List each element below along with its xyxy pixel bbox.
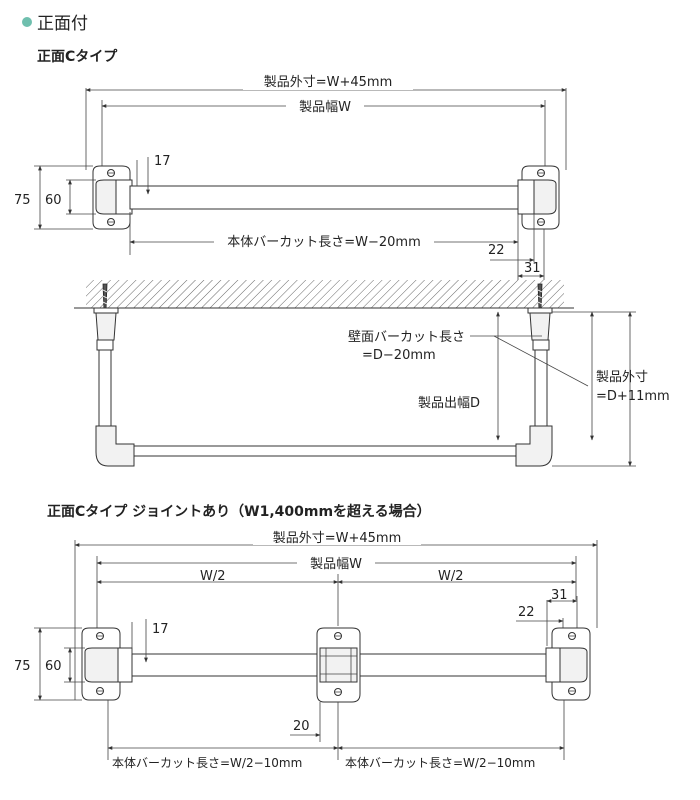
d2-half-right: W/2	[438, 569, 464, 584]
d1-dim-17: 17	[154, 154, 171, 169]
diagram-front-c-type: 正面Cタイプ 製品外寸=W+45mm 製品幅W	[14, 49, 567, 280]
d2-dim-22: 22	[518, 605, 535, 620]
d2-dim-60: 60	[45, 659, 62, 674]
d1b-left-post	[93, 283, 135, 467]
d1-dim-75: 75	[14, 193, 31, 208]
d1-dim-22: 22	[488, 243, 505, 258]
d1-right-bracket	[517, 165, 560, 230]
d2-bar-cut-right: 本体バーカット長さ=W/2−10mm	[345, 756, 535, 770]
d1b-right-post	[515, 283, 553, 467]
d1-main-bar	[129, 185, 521, 210]
d2-dim-20: 20	[293, 719, 310, 734]
diagram-jointed-c-type: 正面Cタイプ ジョイントあり（W1,400mmを超える場合） 製品外寸=W+45…	[14, 503, 598, 770]
d1b-wall-cut-line1: 壁面バーカット長さ	[348, 330, 465, 345]
d2-dim-17: 17	[152, 622, 169, 637]
d1b-bottom-bar	[133, 445, 521, 457]
d1-dim-60: 60	[45, 193, 62, 208]
diagram-depth-view: 壁面バーカット長さ =D−20mm 製品出幅D 製品外寸 =D+11mm	[74, 280, 670, 467]
d2-bar-left	[131, 653, 321, 677]
d1-outer-size-label: 製品外寸=W+45mm	[264, 75, 393, 90]
d1-left-bracket	[92, 165, 133, 230]
d1b-wall-cut-line2: =D−20mm	[362, 348, 436, 363]
d2-half-left: W/2	[200, 569, 226, 584]
d2-product-width-label: 製品幅W	[310, 557, 362, 572]
d2-dim-31: 31	[551, 588, 568, 603]
d2-bar-cut-left: 本体バーカット長さ=W/2−10mm	[112, 756, 302, 770]
d2-right-bracket	[545, 627, 591, 701]
d2-left-bracket	[81, 627, 133, 701]
diagram-1-heading: 正面Cタイプ	[37, 49, 118, 65]
d2-dim-75: 75	[14, 659, 31, 674]
d1-product-width-label: 製品幅W	[299, 100, 351, 115]
d1-bar-cut-label: 本体バーカット長さ=W−20mm	[227, 235, 421, 250]
d2-bar-right	[357, 653, 549, 677]
section-title: 正面付	[37, 14, 88, 34]
wall-hatch	[86, 280, 564, 308]
d1b-outer-depth-line1: 製品外寸	[596, 370, 648, 385]
diagram-2-heading: 正面Cタイプ ジョイントあり（W1,400mmを超える場合）	[47, 503, 431, 520]
d1b-outer-depth-line2: =D+11mm	[596, 389, 670, 404]
section-marker-icon	[22, 17, 32, 27]
d1-dim-31: 31	[524, 261, 541, 276]
d1b-depth-label: 製品出幅D	[418, 396, 480, 411]
d2-outer-size-label: 製品外寸=W+45mm	[273, 531, 402, 546]
d2-center-joint	[316, 627, 361, 703]
